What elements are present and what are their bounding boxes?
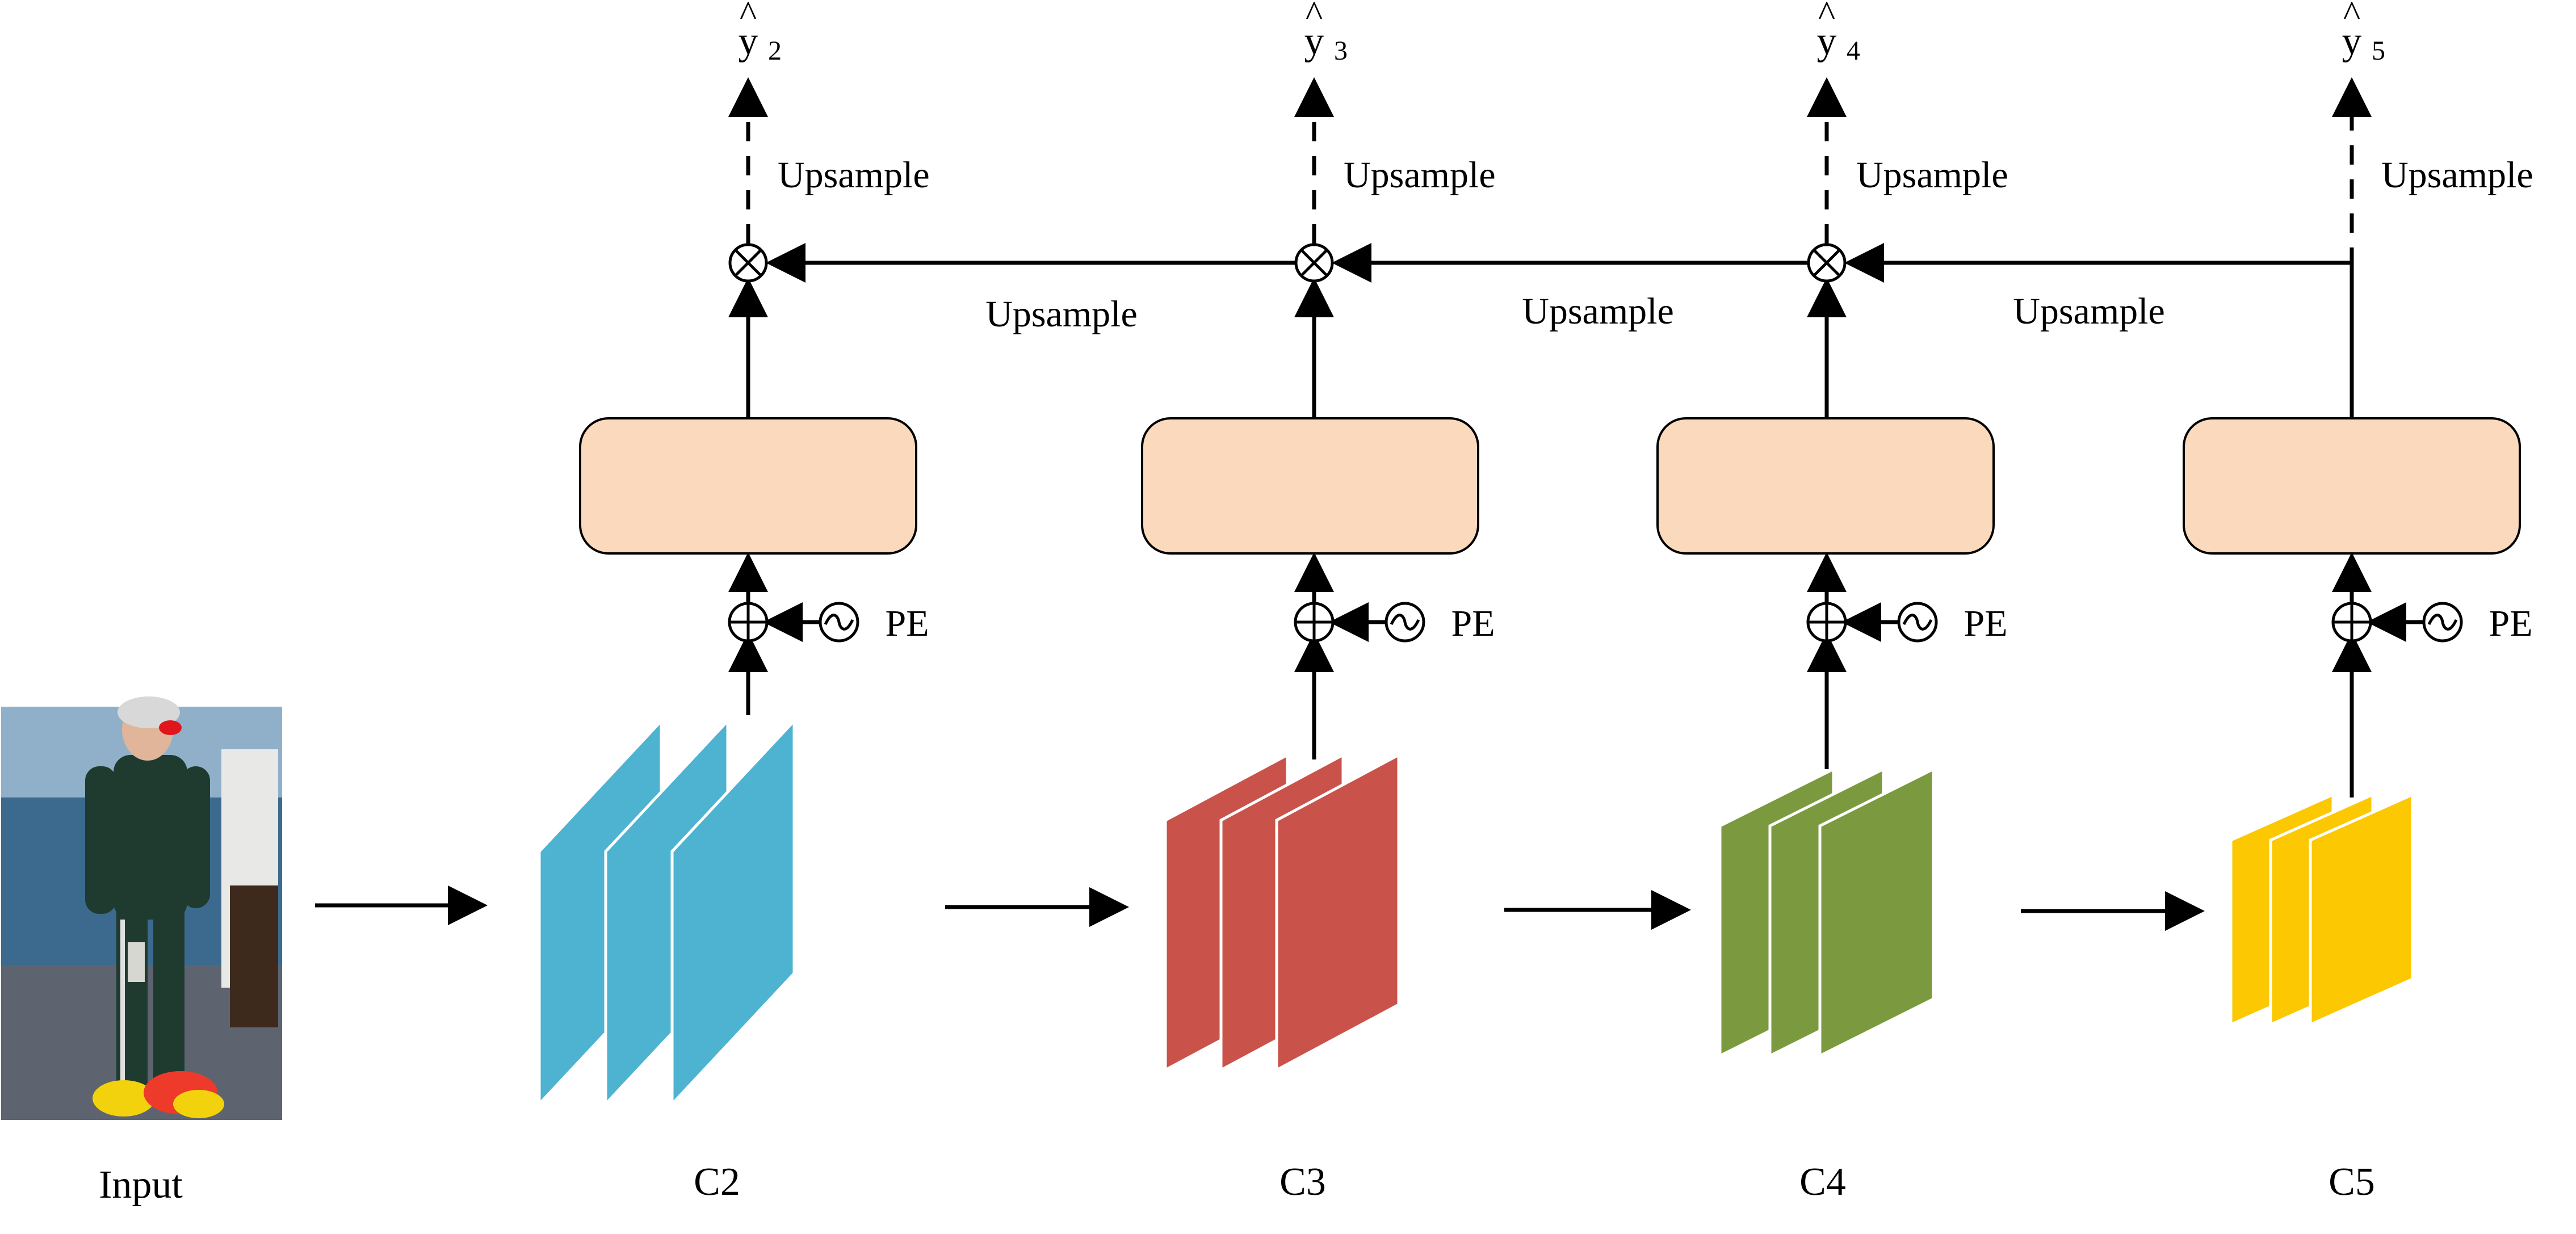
upsample-vertical-label: Upsample <box>1344 154 1496 196</box>
output-subscript: 4 <box>1847 36 1860 66</box>
multiply-icon-b <box>1813 249 1840 276</box>
stage-label-c2: C2 <box>694 1160 740 1204</box>
upsample-vertical-label: Upsample <box>2381 154 2533 196</box>
upsample-vertical-label: Upsample <box>778 154 930 196</box>
feature-map-c5-layer-3 <box>2309 792 2414 1027</box>
output-hat: ^ <box>2343 0 2360 33</box>
self-attention-box-c5 <box>2183 417 2521 555</box>
stage-label-c4: C4 <box>1799 1160 1846 1204</box>
sine-wave-glyph <box>1390 614 1420 631</box>
upsample-lateral-label: Upsample <box>2013 291 2165 332</box>
upsample-lateral-label: Upsample <box>1522 291 1674 332</box>
upsample-lateral-label: Upsample <box>985 293 1138 335</box>
self-attention-box-c2 <box>579 417 917 555</box>
output-hat: ^ <box>740 0 757 33</box>
output-hat: ^ <box>1818 0 1835 33</box>
feature-map-c3-layer-3 <box>1275 752 1400 1073</box>
output-subscript: 3 <box>1334 36 1348 66</box>
pe-label: PE <box>2489 603 2532 644</box>
mask <box>2347 79 2356 267</box>
self-attention-box-c3 <box>1141 417 1479 555</box>
output-y-label: y <box>1304 19 1324 63</box>
feature-map-c2-layer-3 <box>670 717 796 1108</box>
output-subscript: 2 <box>768 36 782 66</box>
multiply-icon-b <box>735 249 762 276</box>
output-y-label: y <box>1817 19 1837 63</box>
output-hat: ^ <box>1306 0 1323 33</box>
self-attention-box-c4 <box>1656 417 1995 555</box>
stage-label-c5: C5 <box>2329 1160 2375 1204</box>
pe-label: PE <box>885 603 929 644</box>
sine-wave-glyph <box>824 614 854 631</box>
sine-wave-glyph <box>1902 614 1933 631</box>
pe-label: PE <box>1964 603 2007 644</box>
sine-wave-glyph <box>2427 614 2458 631</box>
pe-label: PE <box>1451 603 1495 644</box>
shapes-layer <box>315 77 2521 1108</box>
output-y-label: y <box>739 19 758 63</box>
input-label: Input <box>99 1163 183 1207</box>
feature-map-c4-layer-3 <box>1818 766 1935 1059</box>
multiply-icon-b <box>1300 249 1328 276</box>
upsample-vertical-label: Upsample <box>1856 154 2008 196</box>
output-subscript: 5 <box>2372 36 2385 66</box>
input-image <box>1 696 282 1120</box>
output-y-label: y <box>2342 19 2362 63</box>
stage-label-c3: C3 <box>1279 1160 1326 1204</box>
